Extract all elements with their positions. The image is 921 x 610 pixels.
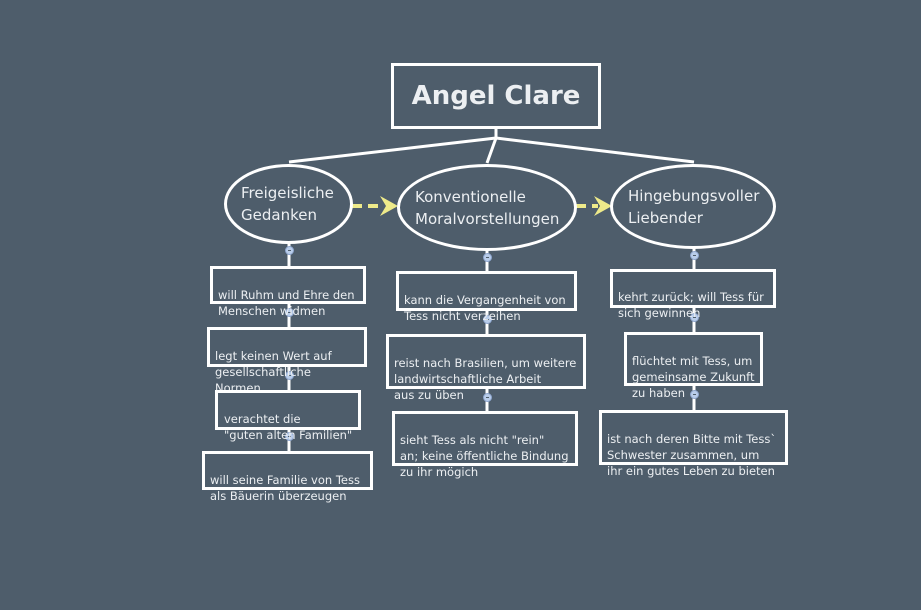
- detail-node[interactable]: kehrt zurück; will Tess für sich gewinne…: [610, 269, 776, 320]
- collapse-toggle[interactable]: [285, 371, 294, 380]
- connector-root-c3: [495, 136, 695, 164]
- detail-node[interactable]: sieht Tess als nicht "rein" an; keine öf…: [392, 411, 578, 479]
- root-label: Angel Clare: [411, 81, 581, 111]
- detail-node[interactable]: legt keinen Wert auf gesellschaftliche N…: [207, 327, 367, 395]
- detail-text: reist nach Brasilien, um weitere landwir…: [394, 356, 577, 402]
- detail-text: verachtet die "guten alten Familien": [224, 412, 353, 442]
- collapse-toggle[interactable]: [285, 246, 294, 255]
- collapse-toggle[interactable]: [285, 308, 294, 317]
- detail-node[interactable]: flüchtet mit Tess, um gemeinsame Zukunft…: [624, 332, 763, 400]
- detail-node[interactable]: verachtet die "guten alten Familien": [215, 390, 361, 442]
- collapse-toggle[interactable]: [690, 251, 699, 260]
- collapse-toggle[interactable]: [483, 315, 492, 324]
- concept-konventionell[interactable]: Konventionelle Moralvorstellungen: [397, 164, 577, 251]
- concept-hingebung[interactable]: Hingebungsvoller Liebender: [610, 164, 776, 249]
- connector-root-c1: [288, 136, 497, 164]
- detail-text: will seine Familie von Tess als Bäuerin …: [210, 473, 360, 503]
- detail-text: legt keinen Wert auf gesellschaftliche N…: [215, 349, 332, 395]
- concept-label: Freigeisliche Gedanken: [241, 184, 334, 224]
- concept-freigeist[interactable]: Freigeisliche Gedanken: [224, 164, 353, 244]
- detail-text: will Ruhm und Ehre den Menschen widmen: [218, 288, 355, 318]
- arrow-c1-c2: [352, 196, 398, 216]
- detail-node[interactable]: will Ruhm und Ehre den Menschen widmen: [210, 266, 366, 318]
- detail-text: sieht Tess als nicht "rein" an; keine öf…: [400, 433, 569, 479]
- detail-node[interactable]: ist nach deren Bitte mit Tess` Schwester…: [599, 410, 788, 478]
- concept-label: Konventionelle Moralvorstellungen: [415, 187, 560, 228]
- concept-label: Hingebungsvoller Liebender: [628, 186, 760, 227]
- detail-text: kehrt zurück; will Tess für sich gewinne…: [618, 290, 764, 320]
- detail-node[interactable]: kann die Vergangenheit von Tess nicht ve…: [396, 271, 577, 323]
- detail-node[interactable]: reist nach Brasilien, um weitere landwir…: [386, 334, 586, 402]
- detail-node[interactable]: will seine Familie von Tess als Bäuerin …: [202, 451, 373, 503]
- connector-root-c2: [485, 137, 498, 164]
- root-node[interactable]: Angel Clare: [391, 63, 601, 129]
- collapse-toggle[interactable]: [690, 313, 699, 322]
- arrow-c2-c3: [576, 196, 612, 216]
- collapse-toggle[interactable]: [285, 432, 294, 441]
- collapse-toggle[interactable]: [690, 390, 699, 399]
- collapse-toggle[interactable]: [483, 253, 492, 262]
- collapse-toggle[interactable]: [483, 393, 492, 402]
- detail-text: ist nach deren Bitte mit Tess` Schwester…: [607, 432, 777, 478]
- detail-text: kann die Vergangenheit von Tess nicht ve…: [404, 293, 566, 323]
- detail-text: flüchtet mit Tess, um gemeinsame Zukunft…: [632, 354, 755, 400]
